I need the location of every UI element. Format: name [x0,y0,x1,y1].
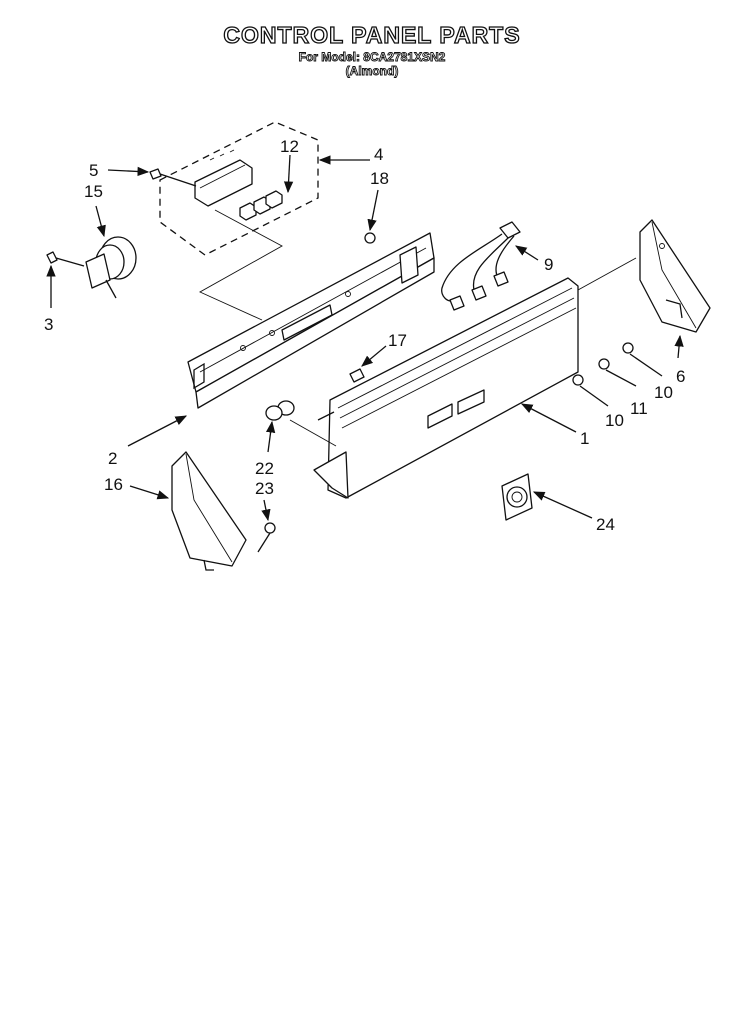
color-line: (Almond) [345,64,399,79]
knob-part-24 [501,473,533,521]
screw-part-18 [364,232,376,244]
callout-17: 17 [388,331,407,350]
leader-lines [46,154,684,522]
knob-part-22 [265,400,337,447]
callout-10-upper: 10 [654,383,673,402]
screw-part-5 [149,168,197,187]
callout-labels: 1 2 3 4 5 6 9 10 10 11 12 15 16 17 18 22… [44,137,685,534]
screws-parts-10-11 [572,342,634,386]
callout-18: 18 [370,169,389,188]
screw-part-23 [257,522,276,553]
callout-4: 4 [374,145,383,164]
screw-part-3 [46,251,85,267]
callout-16: 16 [104,475,123,494]
callout-2: 2 [108,449,117,468]
callout-5: 5 [89,161,98,180]
wire-harness-part-9 [441,221,521,311]
callout-10-lower: 10 [605,411,624,430]
callout-3: 3 [44,315,53,334]
diagram-title: CONTROL PANEL PARTS [223,21,521,48]
end-cap-part-16 [171,451,247,571]
callout-22: 22 [255,459,274,478]
callout-23: 23 [255,479,274,498]
clip-part-17 [349,368,365,383]
callout-24: 24 [596,515,615,534]
switch-assembly-box [159,121,319,321]
callout-9: 9 [544,255,553,274]
control-panel-part-1 [313,277,579,499]
timer-part-15 [85,236,137,299]
panel-bracket-part-2 [187,232,435,409]
callout-6: 6 [676,367,685,386]
end-cap-part-6 [639,219,711,333]
model-number-line: For Model: 8CA2781XSN2 [298,50,446,65]
callout-12: 12 [280,137,299,156]
callout-11: 11 [630,399,648,418]
callout-15: 15 [84,182,103,201]
callout-1: 1 [580,429,589,448]
